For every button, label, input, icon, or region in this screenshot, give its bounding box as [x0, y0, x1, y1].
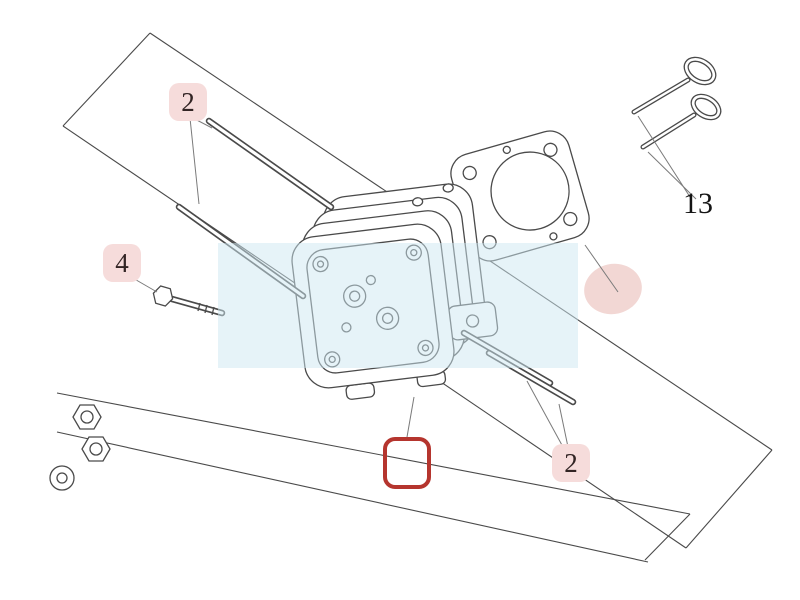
- valves-drawing: [631, 56, 722, 150]
- callout-badge-studs-top[interactable]: 2: [169, 83, 207, 121]
- valve-head: [683, 56, 717, 86]
- gasket-hotspot-blob[interactable]: [579, 259, 646, 320]
- callout-leader-lines: [130, 115, 697, 448]
- callout-label-valves[interactable]: 13: [683, 187, 713, 220]
- callout-badge-studs-bottom[interactable]: 2: [552, 444, 590, 482]
- flange-bolt-drawing: [152, 285, 226, 317]
- selected-part-marker[interactable]: [383, 437, 431, 489]
- bolt-head: [152, 285, 174, 307]
- highlight-band: [218, 243, 578, 368]
- gasket-bore-circle: [490, 151, 570, 231]
- callout-badge-flange-bolt[interactable]: 4: [103, 244, 141, 282]
- lower-left-nuts-drawing: [49, 404, 111, 491]
- valve-head: [690, 93, 722, 121]
